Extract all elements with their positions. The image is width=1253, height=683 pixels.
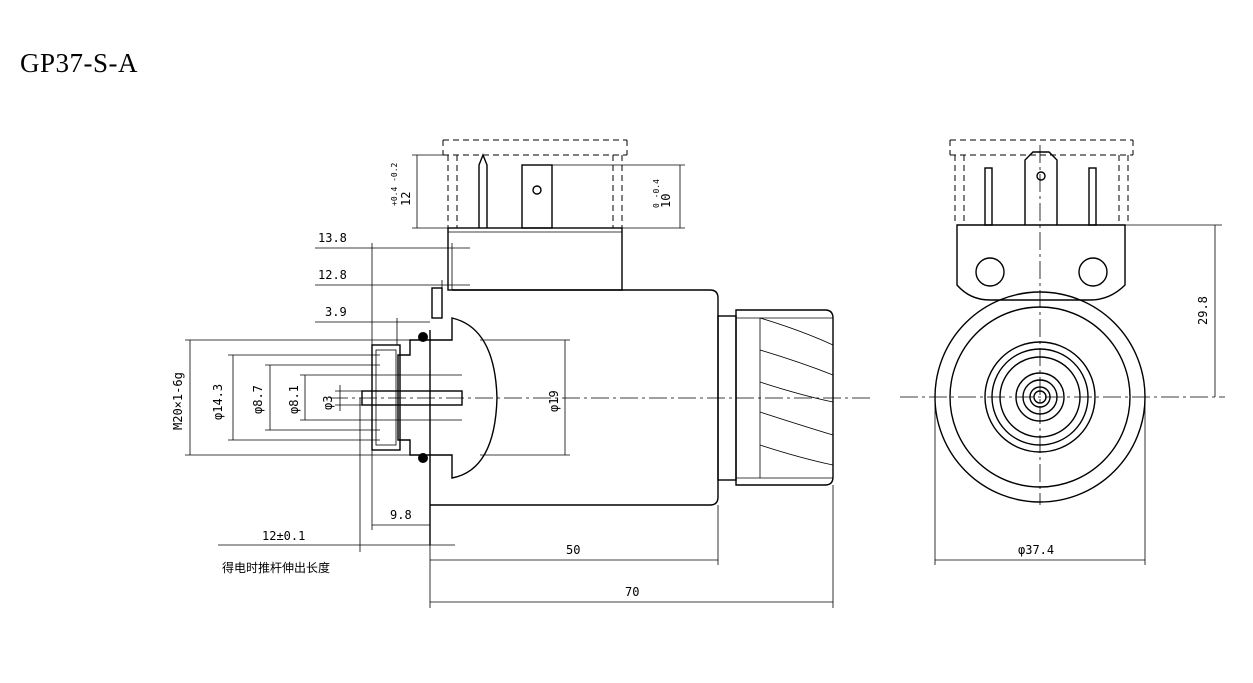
dim-13-8: 13.8 [318, 231, 347, 245]
dim-pin-12-tolerance: +0.4 -0.2 [390, 162, 399, 206]
dim-phi14-3: φ14.3 [211, 384, 225, 420]
dim-phi19: φ19 [547, 390, 561, 412]
coil-body [430, 289, 719, 506]
dim-phi8-1: φ8.1 [287, 385, 301, 414]
dim-50: 50 [566, 543, 580, 557]
dim-terminal-10: 10 [659, 194, 673, 208]
dim-pin-12: 12 [399, 192, 413, 206]
drawing-title: GP37-S-A [20, 48, 139, 78]
dim-3-9: 3.9 [325, 305, 347, 319]
dim-phi8-7: φ8.7 [251, 385, 265, 414]
dim-12-tolerance: 12±0.1 [262, 529, 305, 543]
dimension-lines [185, 154, 1222, 608]
dim-70: 70 [625, 585, 639, 599]
side-armature-section [340, 287, 498, 479]
side-view [330, 139, 870, 545]
dim-9-8: 9.8 [390, 508, 412, 522]
dim-12-8: 12.8 [318, 268, 347, 282]
dim-29-8: 29.8 [1196, 296, 1210, 325]
dim-phi37-4: φ37.4 [1018, 543, 1054, 557]
side-connector-base [447, 227, 623, 291]
stroke-note: 得电时推杆伸出长度 [222, 560, 330, 575]
side-nut [717, 309, 834, 486]
dim-m20-thread: M20×1-6g [171, 372, 185, 430]
dim-terminal-10-tolerance: 0 -0.4 [652, 179, 661, 208]
front-hole-right [1078, 257, 1108, 287]
front-view [900, 139, 1225, 505]
front-hole-left [975, 257, 1005, 287]
side-connector [442, 139, 628, 229]
dim-phi3: φ3 [321, 396, 335, 410]
front-connector [949, 139, 1134, 226]
front-connector-base [956, 224, 1126, 301]
